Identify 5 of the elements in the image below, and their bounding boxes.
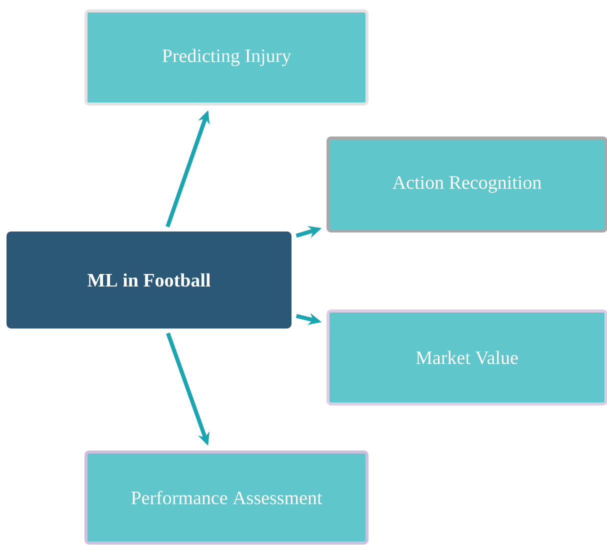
process-box: Performance Assessment bbox=[84, 450, 368, 544]
process-box: Action Recognition bbox=[326, 136, 607, 232]
process-box: ML in Football bbox=[6, 232, 292, 328]
process-box: Predicting Injury bbox=[84, 10, 368, 106]
process-box: Market Value bbox=[326, 310, 607, 406]
